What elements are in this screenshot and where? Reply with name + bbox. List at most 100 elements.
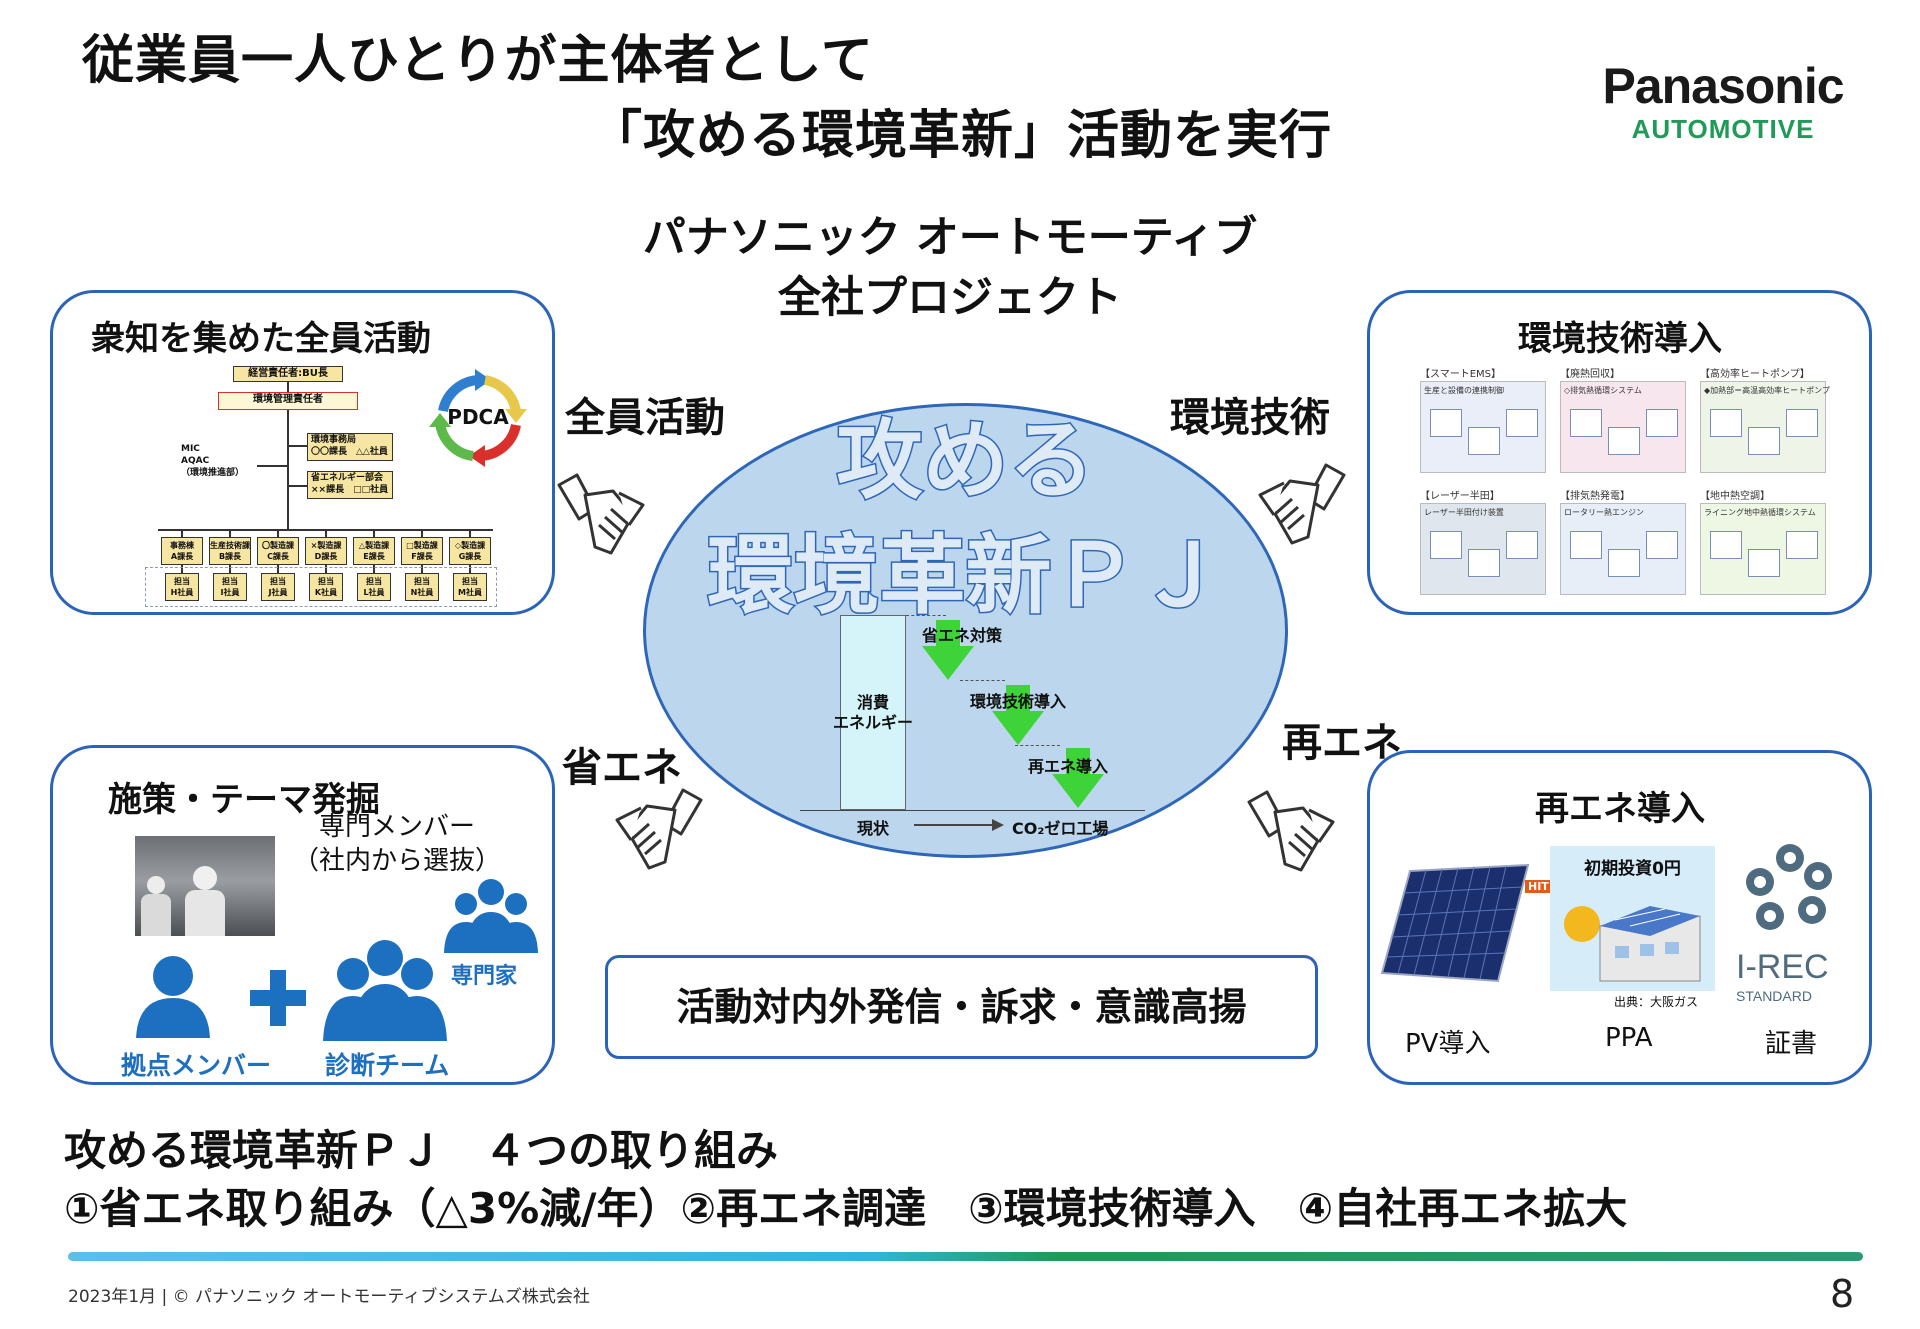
irec-logo-icon — [1746, 844, 1832, 930]
logo-sub: AUTOMOTIVE — [1631, 114, 1815, 144]
org-member-box: 担当 M社員 — [453, 573, 487, 601]
base-members-label: 拠点メンバー — [121, 1051, 272, 1080]
tech-diagram-block — [1710, 409, 1742, 437]
base-member-icon — [136, 956, 210, 1038]
hit-badge: HIT — [1525, 880, 1552, 893]
project-title-line1: パナソニック オートモーティブ — [642, 213, 1258, 263]
tech-item-sub: ロータリー熱エンジン — [1564, 508, 1644, 517]
panasonic-logo: Panasonic AUTOMOTIVE — [1578, 58, 1868, 144]
tech-diagram-block — [1608, 427, 1640, 455]
org-member-box: 担当 K社員 — [309, 573, 343, 601]
down-arrow-icon-3 — [1052, 748, 1104, 808]
cert-caption: 証書 — [1765, 1029, 1818, 1059]
tech-diagram-block — [1748, 427, 1780, 455]
org-secretariat: 環境事務局 〇〇課長 △△社員 — [307, 433, 393, 461]
tech-diagram-block — [1646, 409, 1678, 437]
irec-label: I-REC — [1736, 948, 1829, 986]
org-dept-box: 〇製造課 C課長 — [257, 537, 299, 565]
org-member-box: 担当 J社員 — [261, 573, 295, 601]
tech-grid: 【スマートEMS】生産と設備の連携制御 【廃熱回収】 ◇排気熱循環システム 【高効率ヒ… — [1420, 365, 1840, 605]
ppa-image: 初期投資0円 — [1550, 846, 1715, 991]
org-dept-box: ◇製造課 G課長 — [449, 537, 491, 565]
down-arrow-icon-2 — [992, 685, 1044, 745]
initiatives-heading: 攻める環境革新ＰＪ ４つの取り組み — [64, 1126, 779, 1175]
pdca-arrows-icon — [429, 369, 527, 467]
tech-item-label: 【排気熱発電】 — [1560, 491, 1630, 502]
expert-members-label: 専門メンバー （社内から選抜） — [293, 812, 502, 876]
tech-diagram-block — [1646, 531, 1678, 559]
tech-item-label: 【廃熱回収】 — [1560, 369, 1620, 380]
tech-item-sub: レーザー半田付け装置 — [1424, 508, 1504, 517]
panel-all-activity: 衆知を集めた全員活動 PDCA 経営責任者:BU長 環境管理責任者 環境事務局 … — [50, 290, 555, 615]
tech-diagram-block — [1430, 409, 1462, 437]
tech-diagram-block — [1468, 427, 1500, 455]
x-start-label: 現状 — [857, 819, 890, 838]
panel-env-tech: 環境技術導入 【スマートEMS】生産と設備の連携制御 【廃熱回収】 ◇排気熱循環シス… — [1367, 290, 1872, 615]
factory-icon — [1564, 906, 1701, 982]
org-energy-committee: 省エネルギー部会 ××課長 □□社員 — [307, 471, 393, 499]
irec-sub: STANDARD — [1736, 988, 1812, 1004]
energy-bar-label: 消費 エネルギー — [832, 693, 913, 732]
org-dept-box: ×製造課 D課長 — [305, 537, 347, 565]
page-number: 8 — [1830, 1272, 1855, 1316]
experts-label: 専門家 — [451, 964, 518, 989]
factory-photo — [135, 836, 275, 936]
org-dept-box: 事務棟 A課長 — [161, 537, 203, 565]
tech-item-sub: 生産と設備の連携制御 — [1424, 386, 1504, 395]
center-title-line1: 攻める — [835, 410, 1096, 513]
label-all-activity: 全員活動 — [565, 395, 725, 441]
org-member-box: 担当 L社員 — [357, 573, 391, 601]
panel-measures-title: 施策・テーマ発掘 — [108, 780, 380, 820]
org-dept-box: 生産技術課 B課長 — [209, 537, 251, 565]
pdca-cycle: PDCA — [423, 363, 533, 473]
logo-name: Panasonic — [1602, 58, 1844, 114]
tech-item-label: 【レーザー半田】 — [1420, 491, 1500, 502]
panel-measures: 施策・テーマ発掘 専門メンバー （社内から選抜） 専門家 拠点メンバー 診断チー… — [50, 745, 555, 1085]
tech-item-label: 【高効率ヒートポンプ】 — [1700, 369, 1810, 380]
experts-icon — [444, 879, 538, 953]
tech-diagram-block — [1506, 409, 1538, 437]
initiatives-list: ①省エネ取り組み（△3%減/年）②再エネ調達 ③環境技術導入 ④自社再エネ拡大 — [64, 1184, 1628, 1233]
tech-diagram-block — [1570, 531, 1602, 559]
center-ellipse — [643, 403, 1288, 858]
message-box: 活動対内外発信・訴求・意識高揚 — [605, 955, 1318, 1059]
panel-tech-title: 環境技術導入 — [1518, 319, 1722, 359]
handshake-icon-top-left — [557, 473, 645, 555]
tech-diagram-block — [1506, 531, 1538, 559]
label-env-tech: 環境技術 — [1170, 395, 1330, 441]
tech-diagram-block — [1786, 531, 1818, 559]
plus-icon — [250, 970, 306, 1026]
panel-renewable: 再エネ導入 HIT 初期投資0円 出典：大阪ガス I-REC STANDARD — [1367, 750, 1872, 1085]
diagnosis-team-icon — [323, 940, 447, 1041]
handshake-icon-top-right — [1258, 463, 1346, 545]
step-energy-saving: 省エネ対策 — [922, 626, 1003, 645]
project-title: パナソニック オートモーティブ 全社プロジェクト — [640, 208, 1260, 328]
panel-renew-title: 再エネ導入 — [1535, 789, 1705, 829]
tech-diagram-block — [1786, 409, 1818, 437]
footer-text: 2023年1月 | © パナソニック オートモーティブシステムズ株式会社 — [68, 1287, 590, 1307]
footer-divider — [68, 1252, 1863, 1261]
diagnosis-team-label: 診断チーム — [325, 1051, 450, 1080]
tech-diagram-block — [1748, 549, 1780, 577]
org-departments: 事務棟 A課長担当 H社員生産技術課 B課長担当 I社員〇製造課 C課長担当 J… — [149, 529, 509, 629]
org-member-box: 担当 N社員 — [405, 573, 439, 601]
center-title-line2: 環境革新ＰＪ — [706, 525, 1225, 628]
tech-item-sub: ◇排気熱循環システム — [1564, 386, 1642, 395]
tech-item-label: 【スマートEMS】 — [1420, 369, 1501, 380]
solar-panel-icon — [1380, 863, 1530, 983]
org-members-frame — [145, 567, 497, 607]
handshake-icon-bottom-right — [1247, 790, 1335, 872]
org-top: 経営責任者:BU長 — [233, 366, 343, 382]
tech-diagram-block — [1710, 531, 1742, 559]
tech-diagram-block — [1430, 531, 1462, 559]
pv-caption: PV導入 — [1405, 1029, 1491, 1059]
org-dept-box: △製造課 E課長 — [353, 537, 395, 565]
handshake-icon-bottom-left — [615, 788, 703, 870]
slide-title-line2: 「攻める環境革新」活動を実行 — [590, 106, 1333, 166]
pdca-label: PDCA — [447, 405, 509, 429]
label-energy-saving: 省エネ — [562, 745, 682, 791]
org-env-manager: 環境管理責任者 — [218, 392, 358, 410]
right-arrow-icon — [914, 819, 1004, 831]
tech-item-sub: ライニング地中熱循環システム — [1704, 508, 1816, 517]
tech-diagram-block — [1570, 409, 1602, 437]
